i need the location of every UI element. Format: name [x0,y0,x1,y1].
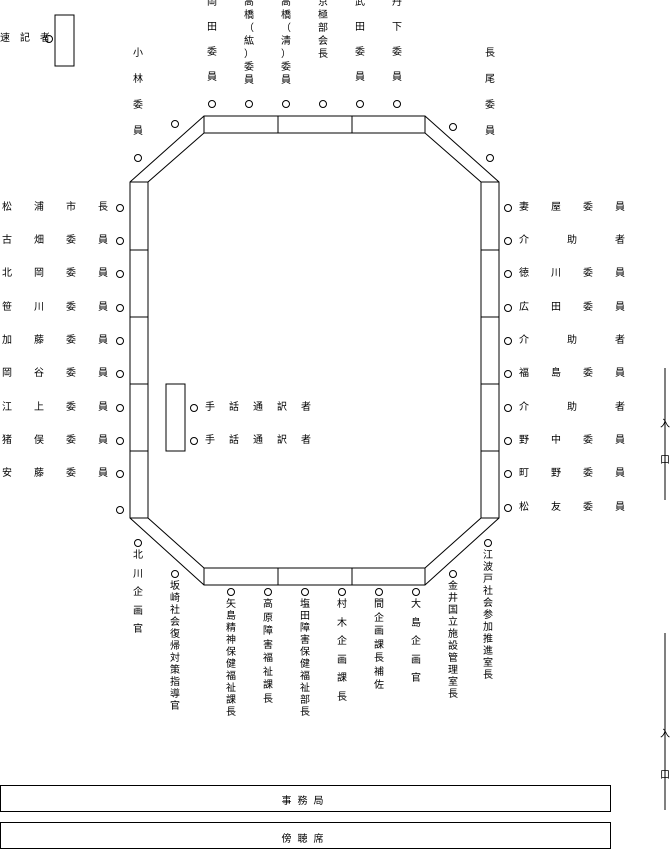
bottom-seat-label: 金井国立施設管理室長 [448,581,458,700]
right-seat-label: 介助者 [519,235,625,246]
bottom-seat [301,588,309,596]
right-seat [504,237,512,245]
left-seat-label: 岡谷委員 [2,368,108,379]
bottom-seat [338,588,346,596]
left-seat [116,506,124,514]
corner-seat [486,154,494,162]
top-seat [319,100,327,108]
bottom-seat [264,588,272,596]
left-seat-label: 加藤委員 [2,335,108,346]
top-seat-label: 武田委員 [355,0,365,83]
bottom-seat [134,539,142,547]
top-seat-label: 高橋（清）委員 [281,0,291,86]
right-seat-label: 野中委員 [519,435,625,446]
left-seat [116,304,124,312]
right-seat-label: 松友委員 [519,502,625,513]
bottom-seat-label: 矢島精神保健福祉課長 [226,599,236,718]
left-seat-label: 安藤委員 [2,468,108,479]
corner-seat-label: 小林委員 [133,48,143,137]
right-seat [504,204,512,212]
right-seat-label: 町野委員 [519,468,625,479]
right-seat [504,470,512,478]
corner-seat-label: 長尾委員 [485,48,495,137]
entrance-label: 口 [660,770,670,781]
top-seat-label: 丹下委員 [392,0,402,83]
entrance-label: 入 [660,419,670,430]
left-seat [116,337,124,345]
bottom-seat [484,539,492,547]
right-seat [504,337,512,345]
bottom-seat-label: 坂崎社会復帰対策指導官 [170,581,180,712]
top-seat [356,100,364,108]
interpreter-desk [165,383,186,452]
interpreter-seat [190,404,198,412]
gallery-box: 傍聴席 [0,822,611,849]
right-seat [504,270,512,278]
corner-seat [449,123,457,131]
corner-seat [171,120,179,128]
left-seat [116,270,124,278]
bottom-seat [171,570,179,578]
entrance-label: 口 [660,455,670,466]
bottom-seat-label: 大島企画官 [411,599,421,684]
right-seat [504,437,512,445]
left-seat [116,204,124,212]
interpreter-seat [190,437,198,445]
right-seat-label: 福島委員 [519,368,625,379]
left-seat-label: 江上委員 [2,402,108,413]
bottom-seat [412,588,420,596]
bottom-seat-label: 間企画課長補佐 [374,599,384,691]
interpreter-label: 手話通訳者 [205,435,311,446]
conference-table [129,115,500,586]
secretariat-box: 事務局 [0,785,611,812]
top-seat-label: 高橋（紘）委員 [244,0,254,86]
left-seat [116,237,124,245]
left-seat-label: 古畑委員 [2,235,108,246]
left-seat [116,437,124,445]
left-seat [116,370,124,378]
left-seat-label: 北岡委員 [2,268,108,279]
bottom-seat-label: 北川企画官 [133,550,143,635]
left-seat-label: 松浦市長 [2,202,108,213]
right-seat [504,404,512,412]
right-seat-label: 介助者 [519,402,625,413]
left-seat-label: 猪俣委員 [2,435,108,446]
top-seat-label: 京極部会長 [318,0,328,60]
gallery-label: 傍聴席 [281,834,330,845]
stenographer-seat [45,35,53,43]
top-seat [208,100,216,108]
bottom-seat [449,570,457,578]
bottom-seat-label: 江波戸社会参加推進室長 [483,550,493,681]
top-seat [245,100,253,108]
stenographer-label: 速 記 者 [0,33,50,44]
right-seat [504,370,512,378]
bottom-seat-label: 塩田障害保健福祉部長 [300,599,310,718]
right-seat-label: 徳川委員 [519,268,625,279]
interpreter-label: 手話通訳者 [205,402,311,413]
right-seat [504,504,512,512]
bottom-seat-label: 村木企画課長 [337,599,347,703]
top-seat [393,100,401,108]
top-seat [282,100,290,108]
corner-seat [134,154,142,162]
left-seat [116,404,124,412]
bottom-seat-label: 高原障害福祉課長 [263,599,273,705]
top-seat-label: 岡田委員 [207,0,217,83]
entrance-label: 入 [660,729,670,740]
right-seat-label: 広田委員 [519,302,625,313]
left-seat-label: 笹川委員 [2,302,108,313]
secretariat-label: 事務局 [281,796,330,807]
stenographer-desk [54,14,75,67]
right-seat-label: 妻屋委員 [519,202,625,213]
right-seat [504,304,512,312]
bottom-seat [375,588,383,596]
bottom-seat [227,588,235,596]
right-seat-label: 介助者 [519,335,625,346]
left-seat [116,470,124,478]
